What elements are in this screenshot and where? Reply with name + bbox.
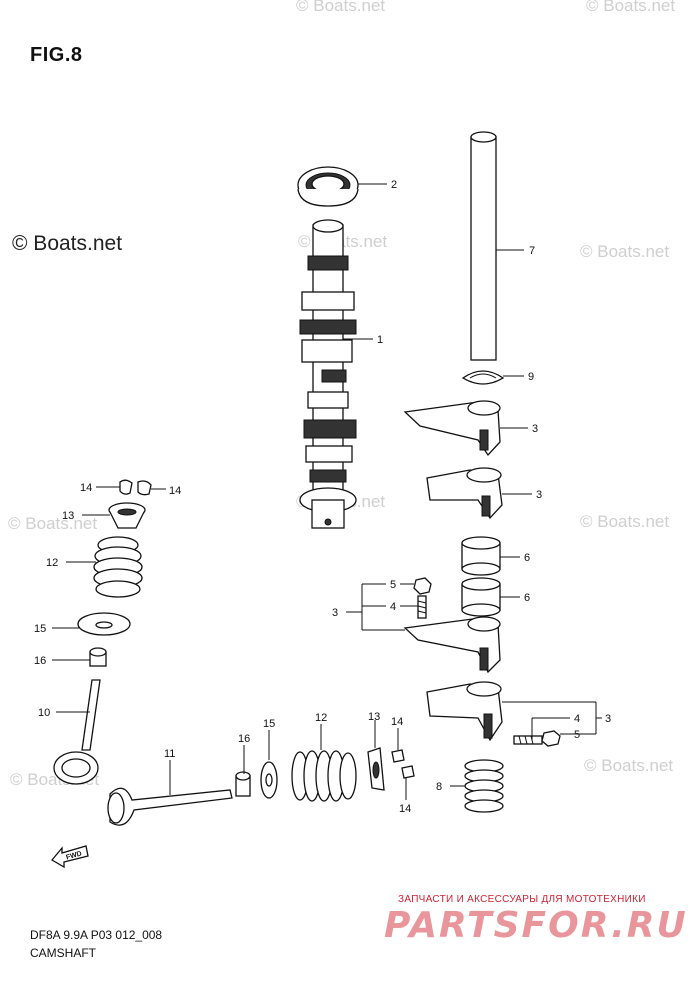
brand-subtitle-watermark: ЗАПЧАСТИ И АКСЕССУАРЫ ДЛЯ МОТОТЕХНИКИ [398,894,646,905]
callout-6: 6 [524,552,530,564]
rocker-arm-part [403,616,501,674]
callout-8: 8 [436,781,442,793]
diagram-code: DF8A 9.9A P03 012_008 [30,928,163,942]
valve-spring-part [291,750,357,802]
callout-14: 14 [80,482,92,494]
leader-lines [52,183,602,800]
callout-13: 13 [62,510,74,522]
callout-16: 16 [34,655,46,667]
valve-stem-seal-part [235,771,251,797]
watermark: © Boats.net [296,0,386,15]
rocker-arm-part [426,681,503,742]
brand-watermark: PARTSFOR.RU [384,905,688,946]
valve-part [53,679,101,785]
nut-part [413,577,432,595]
callout-7: 7 [529,245,535,257]
diagram-caption: CAMSHAFT [30,946,96,960]
valve-stem-seal-part [89,647,107,667]
callout-12: 12 [46,557,58,569]
callout-5: 5 [574,729,580,741]
valve-spring-part [93,536,143,598]
spring-seat-washer-part [260,761,278,799]
watermark: © Boats.net [586,0,676,15]
callout-15: 15 [263,718,275,730]
callout-11: 11 [164,748,175,760]
watermark: © Boats.net [580,512,670,531]
valve-cotter-part [137,480,152,496]
adjusting-screw-part [417,595,427,619]
pushrod-tube-part [470,131,497,361]
watermark: © Boats.net [12,232,123,255]
valve-part [107,787,233,826]
callout-5: 5 [390,579,396,591]
watermark: © Boats.net [580,242,670,261]
callout-9: 9 [528,371,534,383]
callout-2: 2 [391,179,397,191]
camshaft-part [299,219,357,529]
oil-seal-part [297,166,359,207]
valve-cotter-part [391,749,405,763]
callout-16: 16 [238,733,250,745]
spring-seat-washer-part [77,612,131,636]
figure-title: FIG.8 [30,44,83,66]
spring-retainer-part [367,747,385,791]
callout-14: 14 [169,485,181,497]
bushing-part [461,577,501,617]
callout-4: 4 [390,601,396,613]
callout-labels: 2 1 7 9 3 3 6 6 5 4 3 4 3 5 8 14 14 13 1… [34,179,611,815]
fwd-label: FWD [65,850,82,861]
callout-12: 12 [315,712,327,724]
valve-cotter-part [119,479,133,495]
callout-3: 3 [532,423,538,435]
callout-6: 6 [524,592,530,604]
callout-14: 14 [391,716,403,728]
callout-15: 15 [34,623,46,635]
fwd-arrow-icon: FWD [51,845,89,869]
callout-1: 1 [377,334,383,346]
valve-cotter-part [401,765,415,779]
callout-3: 3 [332,607,338,619]
gasket-part [461,370,505,385]
valve-spring-part [464,759,504,813]
callout-3: 3 [536,489,542,501]
watermark: © Boats.net [584,756,674,775]
callout-4: 4 [574,713,580,725]
spring-retainer-part [108,502,146,529]
callout-10: 10 [38,707,50,719]
rocker-arm-part [403,400,501,457]
watermark: © Boats.net [8,514,98,533]
nut-part [541,730,561,747]
rocker-arm-part [426,467,503,520]
adjusting-screw-part [513,735,543,745]
bushing-part [461,536,501,576]
callout-13: 13 [368,711,380,723]
callout-14: 14 [399,803,411,815]
callout-3: 3 [605,713,611,725]
